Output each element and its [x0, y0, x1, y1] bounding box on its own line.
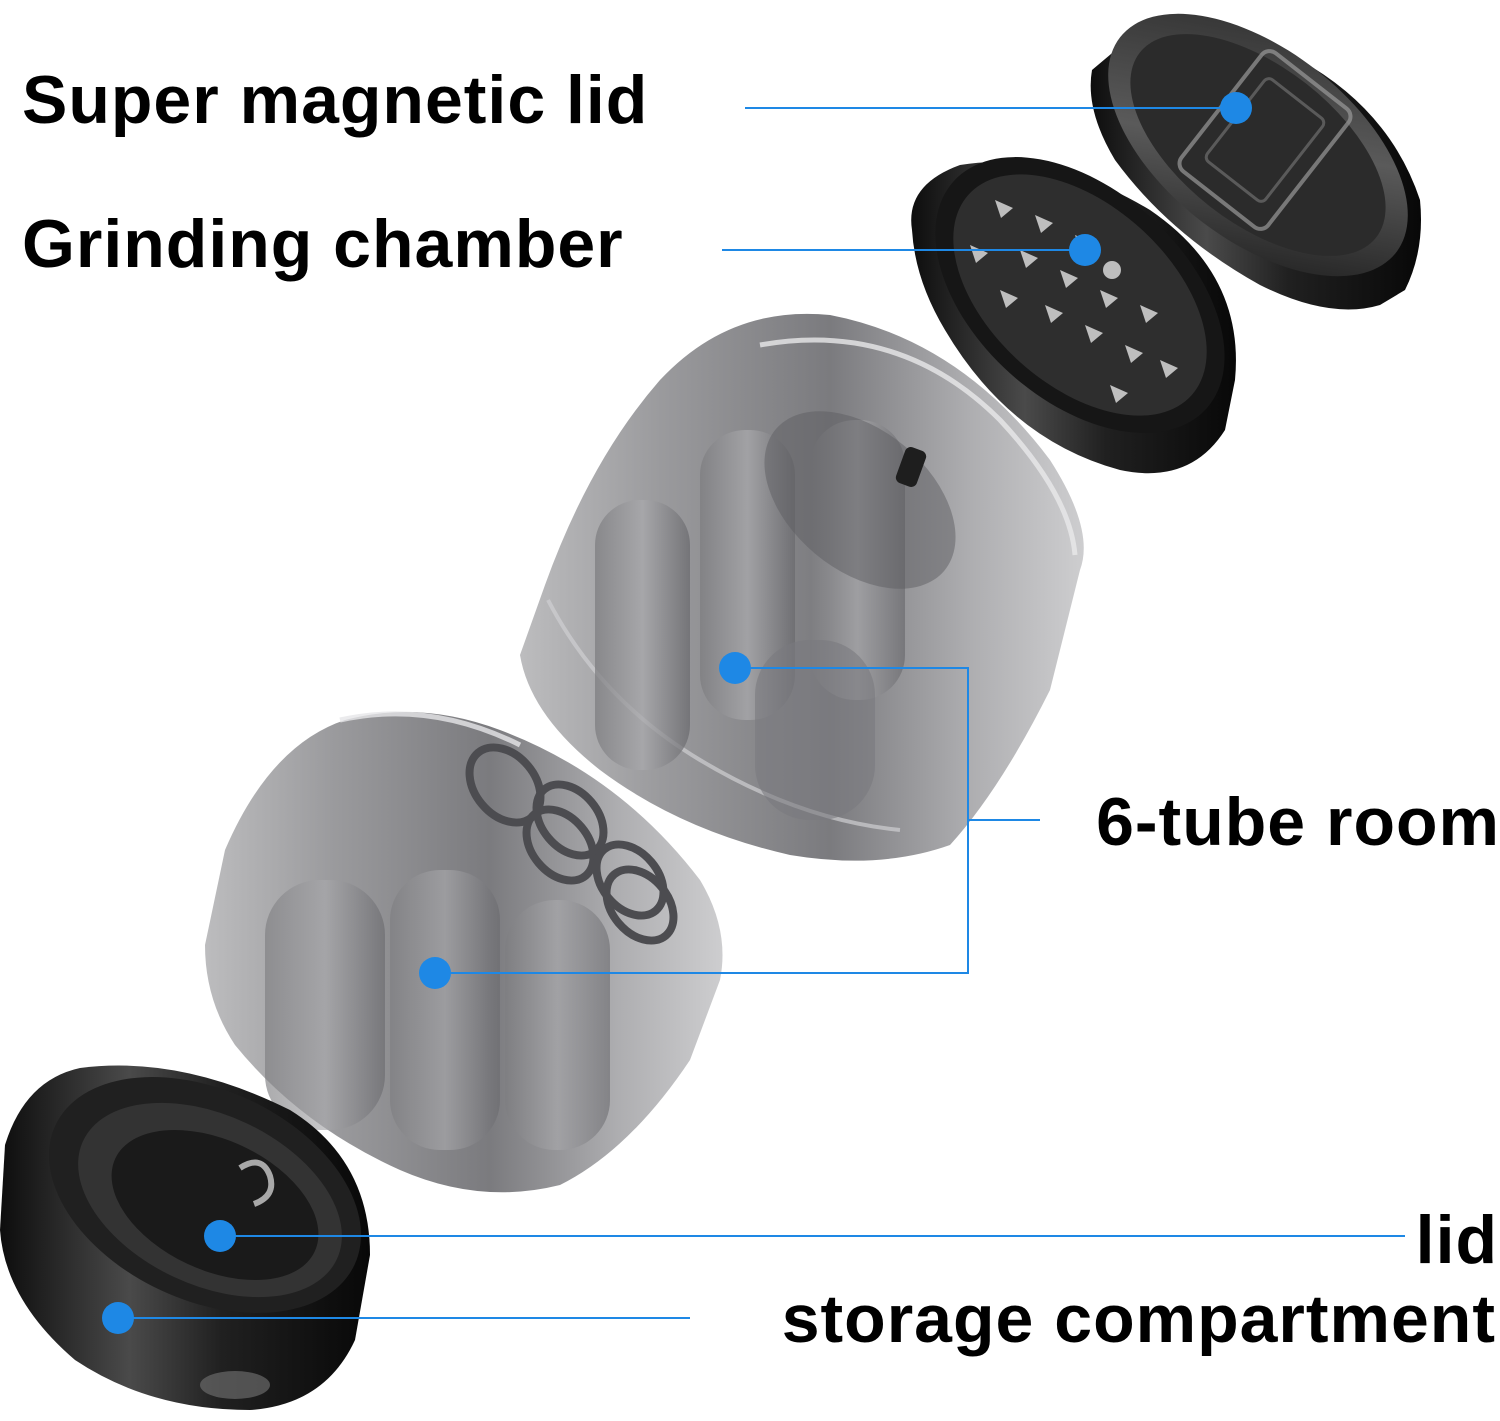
lower-tube-room-part [205, 711, 723, 1193]
label-storage-compartment: storage compartment [781, 1281, 1496, 1357]
callout-dot-tube-room-upper [719, 652, 751, 684]
callout-dot-grinding-chamber [1069, 234, 1101, 266]
callout-lines [118, 107, 1405, 1319]
grinding-chamber-part [911, 157, 1236, 474]
storage-compartment-part [0, 1065, 370, 1410]
label-magnetic-lid: Super magnetic lid [22, 62, 649, 138]
upper-tube-room-part [520, 313, 1084, 861]
label-grinding-chamber: Grinding chamber [22, 206, 624, 282]
callout-dot-lid [204, 1220, 236, 1252]
tube-openings [465, 743, 678, 945]
label-lid: lid [1415, 1202, 1498, 1278]
label-tube-room: 6-tube room [1096, 784, 1500, 860]
callout-dot-tube-room-lower [419, 957, 451, 989]
callout-dot-magnetic-lid [1220, 92, 1252, 124]
magnetic-lid-part [1090, 13, 1421, 310]
callout-dots [102, 92, 1252, 1334]
callout-line-tube-room-upper [735, 667, 969, 820]
callout-line-tube-room-lower [435, 820, 969, 974]
callout-dot-storage [102, 1302, 134, 1334]
